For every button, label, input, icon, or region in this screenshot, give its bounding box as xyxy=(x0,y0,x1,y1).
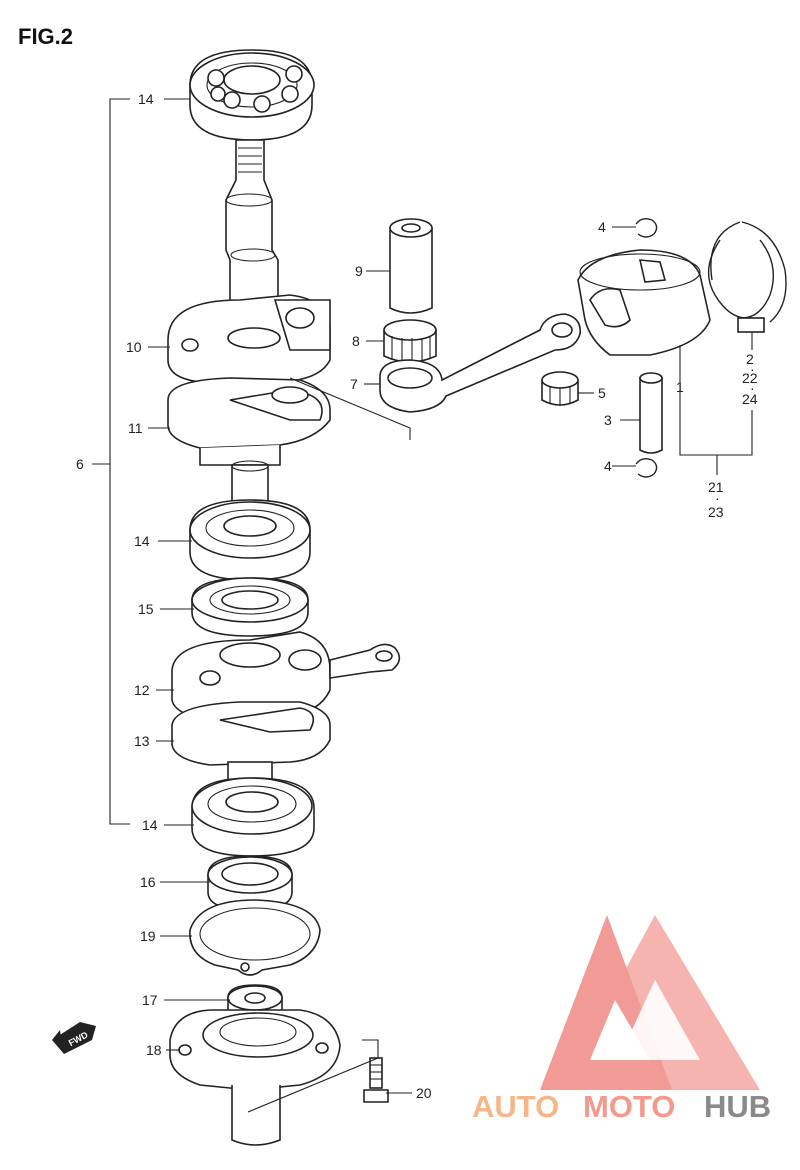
svg-text:·: · xyxy=(750,380,755,396)
piston-rings xyxy=(707,221,787,333)
needle-bearing-8 xyxy=(383,319,437,364)
callout-labels: 14 9 4 8 7 10 11 6 5 3 4 1 2 · 22 · 24 2… xyxy=(76,91,758,1101)
watermark-text: AUTO MOTO HUB xyxy=(472,1089,771,1124)
callout-14-low: 14 xyxy=(142,817,158,833)
callout-11: 11 xyxy=(128,420,143,436)
callout-7: 7 xyxy=(350,376,358,392)
watermark-part-hub: HUB xyxy=(704,1089,771,1124)
callout-15: 15 xyxy=(138,601,154,617)
crank-web-13 xyxy=(171,701,331,766)
svg-text:·: · xyxy=(715,490,720,506)
callout-20: 20 xyxy=(416,1085,432,1101)
callout-23: 23 xyxy=(708,504,724,520)
mid-bearing xyxy=(189,499,311,581)
callout-2: 2 xyxy=(746,351,754,367)
callout-9: 9 xyxy=(355,263,363,279)
figure-title: FIG.2 xyxy=(18,24,73,49)
piston-1 xyxy=(577,249,711,356)
callout-16: 16 xyxy=(140,874,156,890)
bolt-leader xyxy=(247,1039,379,1113)
callout-14-top: 14 xyxy=(138,91,154,107)
conrod-leader xyxy=(289,377,411,440)
callout-13: 13 xyxy=(134,733,150,749)
svg-text:·: · xyxy=(750,361,755,377)
callout-22: 22 xyxy=(742,370,758,386)
callout-4-top: 4 xyxy=(598,219,606,235)
callout-17: 17 xyxy=(142,992,158,1008)
callout-3: 3 xyxy=(604,412,612,428)
callout-19: 19 xyxy=(140,928,156,944)
crank-web-11 xyxy=(167,377,331,466)
lower-bearing xyxy=(191,777,315,857)
piston-pin-3 xyxy=(639,372,663,454)
callout-12: 12 xyxy=(134,682,150,698)
callout-21: 21 xyxy=(708,479,724,495)
housing-18 xyxy=(169,1009,341,1146)
connecting-rod-7 xyxy=(379,313,582,413)
watermark-part-auto: AUTO xyxy=(472,1089,559,1124)
callout-10: 10 xyxy=(126,339,142,355)
callout-4-bottom: 4 xyxy=(604,458,612,474)
bracket-21-23 xyxy=(679,345,753,456)
callout-14-mid: 14 xyxy=(134,533,150,549)
crank-web-12 xyxy=(171,631,401,721)
clip-4-top xyxy=(635,217,658,238)
gasket-19 xyxy=(189,899,321,976)
callout-5: 5 xyxy=(598,385,606,401)
seal-15 xyxy=(191,577,309,637)
fwd-arrow: FWD xyxy=(52,1022,96,1054)
callout-24: 24 xyxy=(742,391,758,407)
watermark-part-moto: MOTO xyxy=(583,1089,675,1124)
crank-web-10 xyxy=(167,294,331,383)
watermark-logo xyxy=(540,915,760,1090)
callout-1: 1 xyxy=(676,379,684,395)
callout-8: 8 xyxy=(352,333,360,349)
piston-pin-9 xyxy=(389,218,433,314)
top-bearing xyxy=(189,49,315,141)
callout-18: 18 xyxy=(146,1042,162,1058)
assembly-bracket-6 xyxy=(92,98,190,825)
bolt-20 xyxy=(363,1057,389,1103)
needle-bearing-5 xyxy=(541,371,579,406)
seal-16 xyxy=(207,855,293,911)
leader-lines xyxy=(148,226,640,1094)
callout-6: 6 xyxy=(76,456,84,472)
clip-4-bottom xyxy=(635,457,658,478)
